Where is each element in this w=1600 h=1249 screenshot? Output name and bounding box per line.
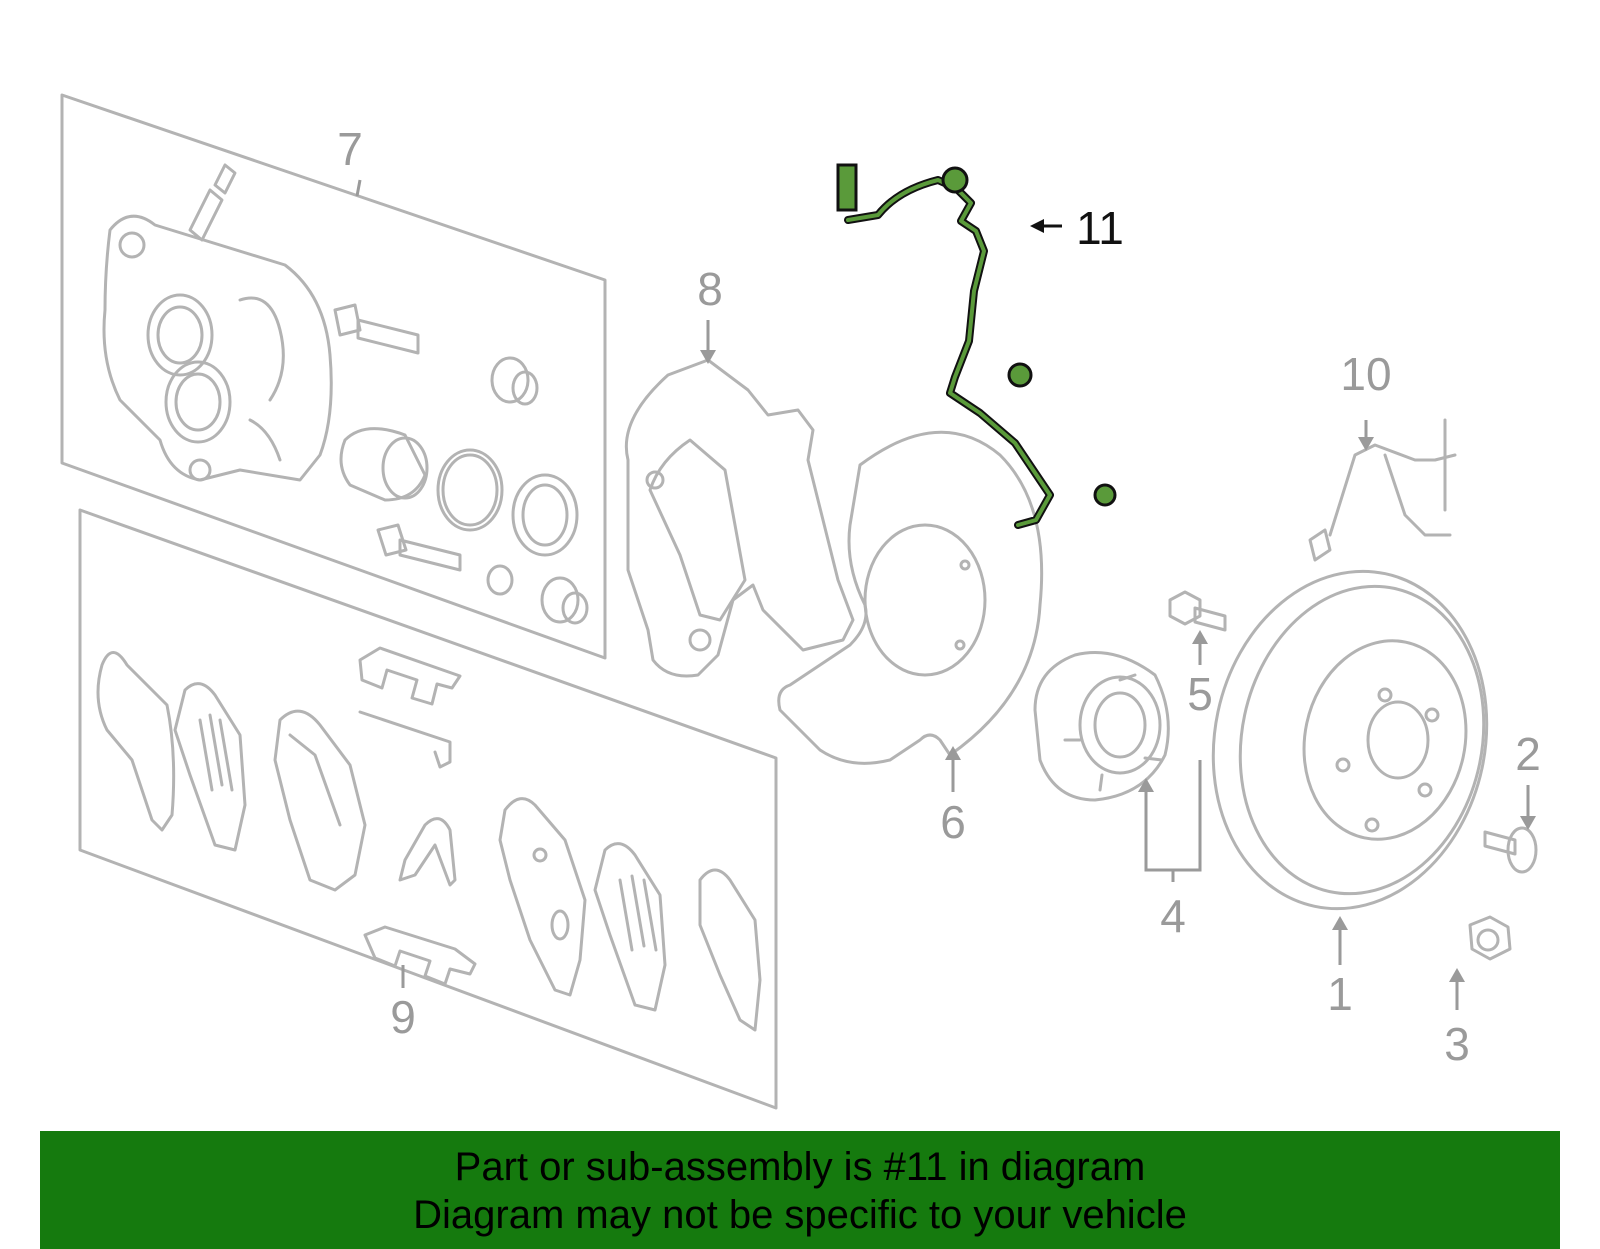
brake-rotor bbox=[1211, 569, 1489, 965]
callout-8: 8 bbox=[697, 263, 723, 315]
piston bbox=[339, 427, 429, 502]
wear-indicator-spring bbox=[358, 710, 452, 769]
caliper-kit-panel bbox=[60, 93, 607, 660]
anti-rattle-spring bbox=[398, 817, 457, 887]
caliper-bracket bbox=[624, 320, 855, 678]
abs-wheel-speed-sensor bbox=[836, 163, 1117, 529]
pad-outer-right bbox=[498, 797, 587, 997]
bushing-upper bbox=[490, 356, 539, 406]
guide-pin-upper bbox=[333, 303, 420, 355]
callout-1: 1 bbox=[1327, 968, 1353, 1020]
bleeder-screw bbox=[188, 163, 237, 242]
pad-inner-right bbox=[698, 868, 762, 1032]
pad-outer-left bbox=[96, 651, 176, 832]
hub-bolt bbox=[1168, 590, 1227, 665]
splash-shield bbox=[777, 430, 1044, 792]
callout-7: 7 bbox=[337, 123, 363, 175]
bushing-lower bbox=[486, 564, 589, 625]
caliper-body bbox=[102, 214, 333, 482]
callout-11: 11 bbox=[1076, 202, 1124, 254]
pad-inner-left bbox=[273, 709, 367, 892]
abutment-clip-upper bbox=[358, 646, 462, 706]
callout-2: 2 bbox=[1515, 728, 1541, 780]
brake-hose bbox=[1308, 418, 1457, 562]
callout-4: 4 bbox=[1160, 890, 1186, 942]
rotor-screw bbox=[1483, 785, 1538, 874]
callout-9: 9 bbox=[390, 991, 416, 1043]
piston-seal bbox=[436, 448, 504, 532]
callout-5: 5 bbox=[1187, 668, 1213, 720]
hub-bearing bbox=[1033, 651, 1170, 802]
callout-3: 3 bbox=[1444, 1018, 1470, 1070]
dust-boot bbox=[511, 473, 579, 557]
callout-6: 6 bbox=[940, 796, 966, 848]
abutment-clip-lower bbox=[363, 925, 477, 986]
callout-4-bracket bbox=[1138, 760, 1202, 882]
callout-10: 10 bbox=[1340, 348, 1391, 400]
shim-right bbox=[593, 842, 667, 1012]
axle-nut bbox=[1449, 915, 1512, 1010]
banner-line-1: Part or sub-assembly is #11 in diagram bbox=[454, 1145, 1146, 1189]
banner-line-2: Diagram may not be specific to your vehi… bbox=[413, 1193, 1187, 1237]
shim-left bbox=[173, 682, 247, 852]
guide-pin-lower bbox=[376, 523, 462, 572]
info-banner: Part or sub-assembly is #11 in diagram D… bbox=[40, 1131, 1560, 1249]
pad-kit-panel bbox=[78, 508, 778, 1110]
